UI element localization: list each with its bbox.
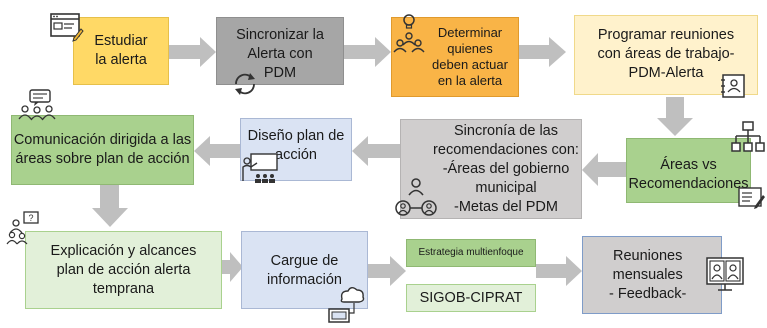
arrow-estudiar-to-sincronizar: [168, 37, 216, 67]
sync-icon: [235, 73, 255, 95]
arrow-sincronizar-to-determinar: [344, 37, 391, 67]
arrow-cargue-to-estrategia: [368, 256, 406, 286]
org-chart-icon: [731, 121, 765, 152]
contact-card-icon: [721, 74, 745, 98]
step-determinar-quienes: Determinar quienes deben actuar en la al…: [391, 17, 519, 97]
step-areas-vs-recomendaciones: Áreas vs Recomendaciones: [626, 138, 751, 203]
step-areas-vs-label: Áreas vs Recomendaciones: [628, 157, 749, 192]
presenter-icon: [242, 153, 278, 183]
video-conference-icon: [706, 257, 744, 291]
question-team-icon: ?: [6, 211, 39, 245]
arrow-areas-to-sincronia: [582, 153, 626, 186]
step-programar-label: Programar reuniones con áreas de trabajo…: [597, 27, 735, 81]
chat-group-icon: [18, 89, 56, 121]
connected-people-icon: [395, 178, 437, 216]
step-programar-reuniones: Programar reuniones con áreas de trabajo…: [574, 15, 758, 95]
step-estudiar-alerta: Estudiar la alerta: [73, 17, 169, 85]
step-comunicacion-label: Comunicación dirigida a las áreas sobre …: [13, 132, 192, 167]
step-sincronizar-label: Sincronizar la Alerta con PDM: [236, 27, 324, 81]
step-comunicacion-dirigida: Comunicación dirigida a las áreas sobre …: [11, 115, 194, 185]
step-sincronizar-alerta: Sincronizar la Alerta con PDM: [216, 17, 344, 85]
idea-team-icon: [393, 14, 425, 53]
step-reuniones-mensuales: Reuniones mensuales - Feedback-: [582, 236, 722, 314]
arrow-diseno-to-comunicacion: [194, 136, 240, 166]
cloud-computer-icon: [328, 287, 365, 323]
step-estrategia-label: Estrategia multienfoque: [418, 247, 524, 258]
arrow-explicacion-to-cargue: [222, 252, 243, 282]
arrow-estrategia-to-reuniones: [536, 256, 582, 286]
step-estrategia-multienfoque: Estrategia multienfoque: [406, 239, 536, 267]
arrow-comunicacion-to-explicacion: [92, 185, 128, 227]
step-sincronia-recomendaciones: Sincronía de las recomendaciones con: -Á…: [400, 119, 582, 219]
step-estudiar-label: Estudiar la alerta: [94, 33, 148, 68]
browser-edit-icon: [50, 13, 84, 42]
arrow-programar-to-areas: [657, 97, 693, 136]
step-explicacion-alcances: Explicación y alcances plan de acción al…: [25, 231, 222, 309]
document-edit-icon: [738, 187, 765, 209]
step-determinar-label: Determinar quienes deben actuar en la al…: [432, 25, 508, 88]
arrow-determinar-to-programar: [519, 37, 566, 67]
svg-text:?: ?: [28, 213, 33, 223]
step-explicacion-label: Explicación y alcances plan de acción al…: [50, 242, 197, 297]
step-sigob-label: SIGOB-CIPRAT: [419, 289, 523, 306]
step-cargue-label: Cargue de información: [267, 253, 342, 288]
step-sincronia-label: Sincronía de las recomendaciones con: -Á…: [433, 122, 579, 215]
step-diseno-label: Diseño plan de acción: [247, 128, 345, 163]
arrow-sincronia-to-diseno: [352, 136, 400, 166]
step-sigob-ciprat: SIGOB-CIPRAT: [406, 284, 536, 312]
step-reuniones-label: Reuniones mensuales - Feedback-: [609, 247, 687, 302]
